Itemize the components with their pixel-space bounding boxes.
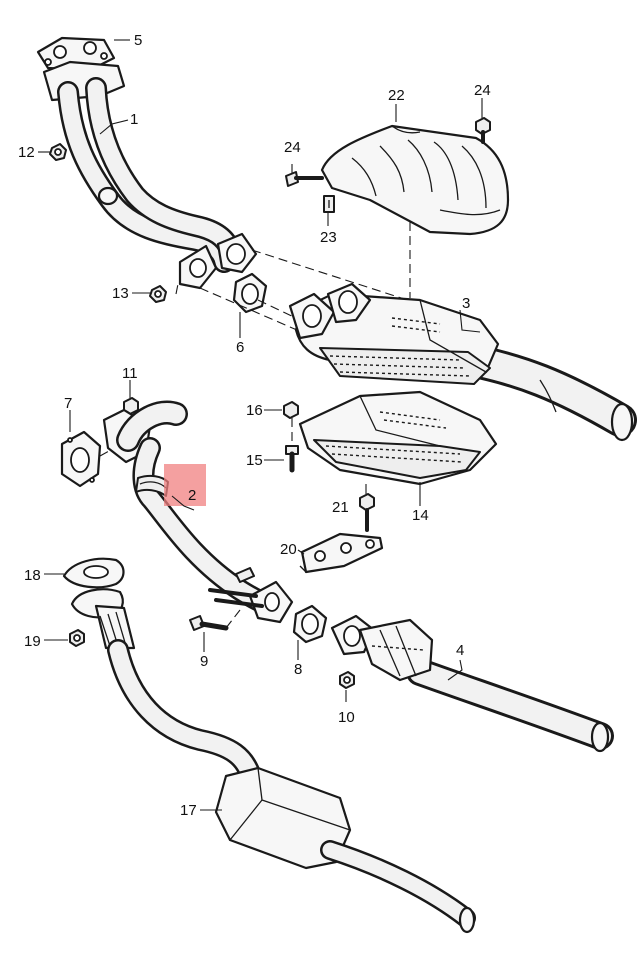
callout-6: 6 [236, 339, 244, 356]
callout-5: 5 [134, 32, 142, 49]
part-15-bolt[interactable] [285, 445, 299, 473]
callout-11: 11 [122, 365, 138, 382]
part-10-nut[interactable] [339, 671, 355, 689]
callout-20: 20 [280, 541, 297, 558]
part-13-nut[interactable] [149, 285, 167, 303]
callout-21: 21 [332, 499, 349, 516]
part-18-gasket[interactable] [62, 557, 125, 589]
callout-24-left: 24 [284, 139, 301, 156]
part-5-gasket[interactable] [36, 36, 116, 72]
part-16-nut[interactable] [283, 401, 299, 419]
callout-18: 18 [24, 567, 41, 584]
callout-9: 9 [200, 653, 208, 670]
part-14-heat-shield[interactable] [298, 390, 498, 486]
part-22-heat-shield[interactable] [320, 124, 510, 236]
part-17-pipe-with-converter[interactable] [70, 588, 476, 934]
part-8-gasket[interactable] [292, 604, 328, 644]
callout-7: 7 [64, 395, 72, 412]
callout-8: 8 [294, 661, 302, 678]
part-3-catalytic-converter[interactable] [288, 282, 637, 442]
callout-22: 22 [388, 87, 405, 104]
part-2-front-pipe[interactable] [102, 400, 294, 624]
callout-16: 16 [246, 402, 263, 419]
callout-10: 10 [338, 709, 355, 726]
callout-19: 19 [24, 633, 41, 650]
part-19-nut[interactable] [69, 629, 85, 647]
part-9-bolt[interactable] [189, 615, 229, 631]
part-12-nut[interactable] [49, 143, 67, 161]
part-21-bolt[interactable] [359, 493, 375, 532]
part-7-gasket[interactable] [60, 430, 102, 488]
callout-2: 2 [188, 487, 196, 504]
part-1-downpipe[interactable] [42, 60, 258, 290]
callout-4: 4 [456, 642, 464, 659]
callout-15: 15 [246, 452, 263, 469]
callout-12: 12 [18, 144, 35, 161]
callout-24-right: 24 [474, 82, 491, 99]
callout-17: 17 [180, 802, 197, 819]
part-20-hanger-bracket[interactable] [299, 532, 384, 574]
callout-23: 23 [320, 229, 337, 246]
callout-1: 1 [130, 111, 138, 128]
callout-3: 3 [462, 295, 470, 312]
callout-14: 14 [412, 507, 429, 524]
part-4-catalytic-converter[interactable] [330, 614, 614, 753]
part-24-bolt-left[interactable] [285, 171, 324, 187]
highlight-box [164, 464, 206, 506]
callout-13: 13 [112, 285, 129, 302]
part-23-clip[interactable] [323, 195, 335, 213]
part-6-gasket[interactable] [232, 272, 268, 314]
